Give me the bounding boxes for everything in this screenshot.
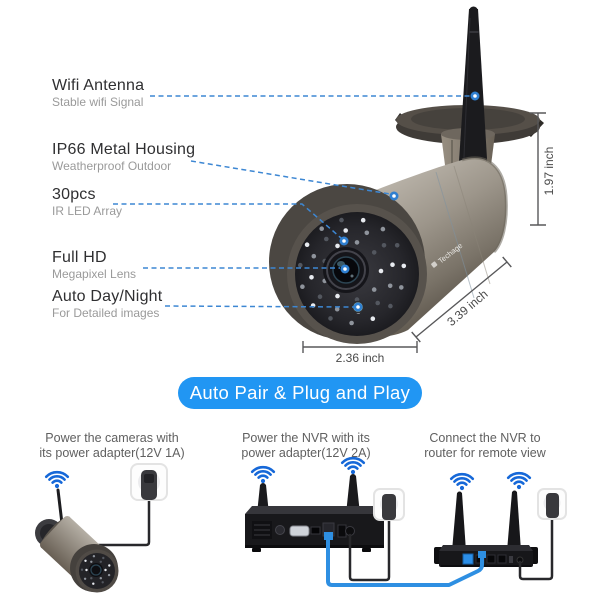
step-caption-line: router for remote view (424, 446, 546, 460)
step2-nvr-diagram (245, 456, 405, 582)
power-adapter (546, 493, 559, 518)
router-antenna (452, 493, 466, 551)
callout-title: Full HD (52, 249, 107, 266)
nvr-ports (252, 521, 355, 539)
callout-ir-led: 30pcs IR LED Array (52, 186, 122, 218)
wifi-icon (250, 465, 276, 484)
mini-camera (35, 516, 119, 593)
callout-subtitle: Megapixel Lens (52, 267, 137, 281)
callout-ip66: IP66 Metal Housing Weatherproof Outdoor (52, 141, 195, 173)
dimension-width-label: 2.36 inch (336, 351, 385, 365)
step-caption-2: Power the NVR with its power adapter(12V… (211, 431, 401, 461)
callout-wifi-antenna: Wifi Antenna Stable wifi Signal (52, 77, 144, 109)
power-outlet (537, 488, 567, 520)
step-caption-line: Power the cameras with (45, 431, 179, 445)
power-adapter (382, 494, 396, 520)
nvr-box (245, 506, 384, 552)
callout-subtitle: For Detailed images (52, 306, 160, 320)
step-caption-3: Connect the NVR to router for remote vie… (390, 431, 580, 461)
ethernet-connector (478, 551, 486, 558)
step-caption-line: power adapter(12V 2A) (241, 446, 371, 460)
callout-full-hd: Full HD Megapixel Lens (52, 249, 136, 281)
step-caption-line: Connect the NVR to (429, 431, 541, 445)
step-caption-line: Power the NVR with its (242, 431, 370, 445)
callout-title: Wifi Antenna (52, 77, 145, 94)
feature-banner: Auto Pair & Plug and Play (178, 377, 422, 409)
callout-day-night: Auto Day/Night For Detailed images (52, 288, 162, 320)
step3-router-diagram (434, 471, 567, 581)
step-caption-line: its power adapter(12V 1A) (39, 446, 185, 460)
camera-front (269, 184, 427, 344)
hdmi-port (310, 526, 321, 535)
power-cable (518, 516, 554, 581)
wifi-icon (449, 472, 475, 491)
dimension-width: 2.36 inch (302, 341, 418, 365)
wifi-icon (44, 470, 70, 489)
callout-subtitle: Weatherproof Outdoor (52, 159, 172, 173)
ethernet-cable (324, 532, 486, 587)
wifi-icon (506, 471, 532, 490)
nvr-antenna (346, 476, 360, 514)
power-cable (76, 498, 151, 547)
step1-camera-diagram (35, 463, 168, 593)
callout-subtitle: IR LED Array (52, 204, 123, 218)
power-outlet (130, 463, 168, 501)
callout-subtitle: Stable wifi Signal (52, 95, 144, 109)
wan-port (462, 553, 474, 565)
wifi-icon (340, 456, 366, 475)
vga-port (289, 525, 310, 537)
router-box (434, 545, 538, 567)
dimension-height: 1.97 inch (530, 112, 556, 226)
power-outlet (373, 488, 405, 521)
callout-title: Auto Day/Night (52, 288, 163, 305)
wifi-antenna (457, 6, 489, 192)
brand-logo-icon (431, 261, 438, 268)
callout-line-ir-led (113, 203, 342, 239)
dimension-height-label: 1.97 inch (542, 147, 556, 196)
mini-ir-led-array (80, 555, 111, 585)
router-antenna (507, 492, 521, 551)
callout-dots (339, 91, 480, 312)
callout-title: 30pcs (52, 186, 96, 203)
callout-line-day-night (164, 305, 355, 308)
callout-title: IP66 Metal Housing (52, 141, 196, 158)
step-caption-1: Power the cameras with its power adapter… (17, 431, 207, 461)
usb-port (337, 524, 347, 538)
ethernet-connector (324, 532, 333, 540)
callout-line-ip66 (190, 160, 391, 195)
power-cable (348, 517, 391, 582)
